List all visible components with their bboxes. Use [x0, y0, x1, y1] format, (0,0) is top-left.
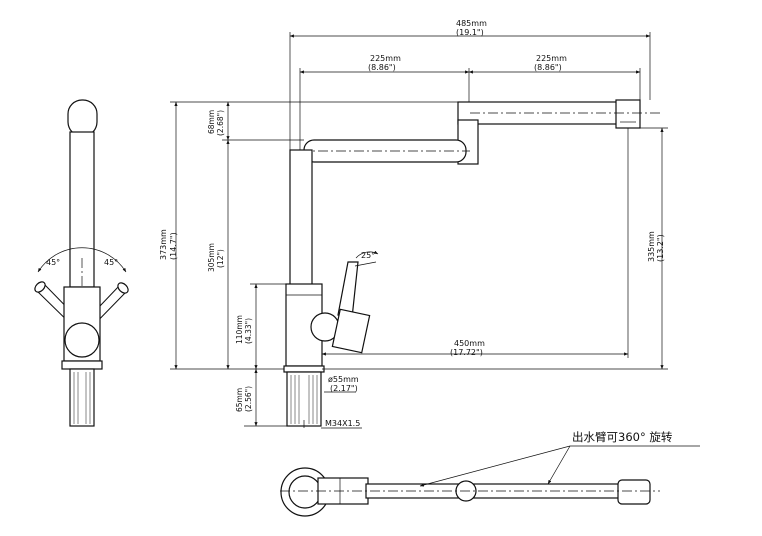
handle-base — [331, 308, 371, 354]
top-offset-mm: 68mm — [207, 110, 216, 134]
spout-height-inch: (12") — [216, 249, 225, 268]
swing-left-label: 45° — [46, 258, 60, 267]
top-view — [280, 467, 660, 517]
top-view-outlet — [617, 479, 651, 505]
thread-spec: M34X1.5 — [325, 419, 360, 428]
side-view: 45° 45° — [34, 99, 129, 427]
side-view-handle-right — [78, 282, 129, 335]
side-view-base — [61, 360, 103, 370]
front-view: 25° — [283, 99, 660, 428]
base-diameter-inch: (2.17") — [330, 384, 358, 393]
outlet-nozzle — [615, 99, 641, 129]
overall-height-inch: (14.7") — [169, 232, 178, 260]
side-view-cartridge — [64, 322, 100, 358]
body-height-mm: 110mm — [235, 315, 244, 344]
body-height-inch: (4.33") — [244, 318, 253, 344]
rotation-note: 出水臂可360° 旋转 — [572, 430, 673, 444]
shank-length-mm: 65mm — [235, 388, 244, 412]
arm-left-mm: 225mm — [370, 54, 401, 63]
overall-height-mm: 373mm — [159, 229, 168, 260]
reach-inch: (17.72") — [450, 348, 483, 357]
rotation-annotation: 出水臂可360° 旋转 — [419, 430, 700, 487]
reach-mm: 450mm — [454, 339, 485, 348]
arm-right-inch: (8.86") — [534, 63, 562, 72]
base-flange — [283, 365, 325, 373]
top-view-base-inner — [288, 475, 322, 509]
overall-width-inch: (19.1") — [456, 28, 484, 37]
base-diameter-mm: ø55mm — [328, 375, 359, 384]
top-offset-inch: (2.68") — [216, 110, 225, 136]
mounting-shank — [286, 371, 322, 427]
spout-height-mm: 305mm — [207, 243, 216, 272]
arm-right-mm: 225mm — [536, 54, 567, 63]
shank-length-inch: (2.56") — [244, 386, 253, 412]
top-view-arm — [365, 483, 623, 499]
outlet-height-mm: 335mm — [647, 231, 656, 262]
side-view-cap — [67, 99, 98, 137]
side-view-shank — [69, 368, 95, 427]
handle-angle-label: 25° — [361, 251, 375, 260]
dimension-lines: 485mm (19.1") 225mm (8.86") 225mm (8.86"… — [159, 19, 668, 429]
overall-width-mm: 485mm — [456, 19, 487, 28]
vertical-spout — [289, 149, 313, 287]
swing-right-label: 45° — [104, 258, 118, 267]
arm-left-inch: (8.86") — [368, 63, 396, 72]
outlet-height-inch: (13.2") — [656, 234, 665, 262]
